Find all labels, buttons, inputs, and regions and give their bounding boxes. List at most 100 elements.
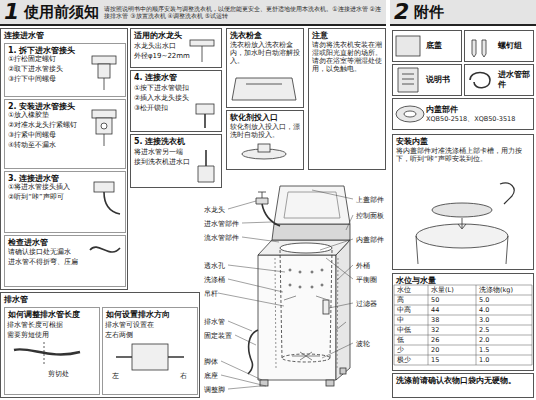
leader-lines-part (242, 222, 272, 223)
step-note: ②对准水龙头拧紧螺钉 (8, 121, 77, 129)
table-cell: 中高 (397, 306, 411, 314)
inner-lid-sketch-part (500, 183, 514, 204)
step-sketches-part (246, 84, 282, 85)
leader-lines-part (221, 361, 262, 380)
box-title: 4. 连接水管 (134, 73, 218, 83)
step-note: ③拧紧中间螺母 (8, 131, 56, 139)
washer-illustration-part (262, 204, 280, 226)
box-title: 内盖部件 (426, 105, 530, 115)
leader-lines-part (228, 279, 283, 292)
step-sketches-part (98, 64, 110, 78)
table-cell: 少 (397, 346, 404, 354)
step-sketches-part (101, 123, 107, 129)
washer-illustration-part (260, 380, 268, 386)
leader-lines-part (322, 343, 353, 358)
step-note: 左右两侧 (105, 331, 133, 339)
section-header: 2 附件 (390, 0, 536, 26)
note-box: 洗涤前请确认衣物口袋内无硬物。 (392, 373, 534, 398)
part-label: 控制面板 (356, 212, 384, 220)
accessory-box: 螺钉组 (464, 30, 534, 62)
part-label: 外桶 (356, 262, 370, 270)
washer-illustration-part (280, 243, 332, 253)
washer-illustration-part (299, 286, 301, 288)
box-title: 检查进水管 (8, 238, 122, 248)
box-title: 进水管部件 (498, 70, 530, 90)
box-title: 连接进水管 (4, 31, 124, 41)
washer-illustration-part (256, 192, 268, 204)
step-note: 进水管不得折弯、压扁 (8, 258, 78, 266)
washer-illustration-part (274, 186, 350, 224)
washer-illustration-part (292, 352, 320, 360)
part-label: 内盖部件 (356, 236, 384, 244)
leader-lines-part (218, 293, 284, 306)
inner-lid-sketch-part (458, 218, 466, 229)
part-label: 洗涤桶 (204, 276, 225, 284)
accessory-icons-part (396, 106, 424, 122)
table-cell: 水位 (397, 286, 411, 294)
box-title: 水位与水量 (396, 276, 530, 286)
step-note: 将进水管另一端 (134, 148, 183, 156)
table-grid-part (394, 285, 532, 365)
washer-illustration-part (272, 224, 350, 240)
accessory-icons-part (472, 40, 486, 57)
leader-lines-part (326, 258, 353, 279)
table-cell: 2.0 (479, 336, 489, 344)
step-note: ①拧松固定螺钉 (8, 55, 56, 63)
drain-sketches-part (116, 356, 184, 358)
step-note: ①放入橡胶垫 (8, 111, 49, 119)
step-note: 水龙头出水口 (134, 42, 176, 50)
leader-lines-part (235, 335, 256, 345)
leader-lines-part (329, 303, 353, 308)
step-box: 3. 连接进水管 (4, 171, 126, 233)
box-text: 请按照说明书中的顺序安装与调整洗衣机，以便您能更安全、更舒适地使用本洗衣机。①连… (104, 5, 382, 20)
step-note: 左 (112, 372, 119, 380)
part-label: 透水孔 (204, 262, 225, 270)
box-title: 螺钉组 (498, 41, 530, 51)
washer-illustration-part (284, 296, 328, 300)
box-text: 将内盖部件对准洗涤桶上部卡槽，用力按下，听到“咔”声即安装到位。 (396, 147, 530, 163)
accessory-icons-part (396, 36, 420, 56)
box-title: 3. 连接进水管 (8, 174, 122, 184)
step-note: ④转动至不漏水 (8, 141, 56, 149)
washer-illustration-part (321, 269, 323, 271)
inner-lid-sketch (416, 183, 514, 264)
step-sketches-part (104, 192, 120, 214)
box-text: 使用前须知 (24, 3, 99, 21)
washer-illustration-part (248, 330, 258, 374)
washer-illustration-part (336, 240, 350, 380)
box-text: 洗衣粉放入洗衣粉盒内，加水时自动溶解投入。 (230, 41, 300, 65)
washer-illustration-part (258, 255, 336, 380)
washer-illustration-part (289, 269, 291, 271)
table-cell: 低 (397, 336, 404, 344)
box-title: 2. 安装进水管接头 (8, 102, 122, 112)
box-title: 2 (394, 1, 409, 23)
part-label: 波轮 (356, 340, 370, 348)
table-cell: 38 (431, 316, 439, 324)
table-cell: 水量(L) (431, 286, 454, 294)
box-title: 安装内盖 (396, 137, 530, 147)
box-title: 软化剂投入口 (230, 113, 300, 123)
part-label: 上盖部件 (356, 196, 384, 204)
drain-sketches-part (132, 344, 168, 370)
table-cell: 15 (431, 356, 439, 364)
info-box: 洗衣粉盒洗衣粉放入洗衣粉盒内，加水时自动溶解投入。 (226, 28, 304, 108)
box-title: 排水管 (4, 295, 196, 305)
inner-lid-sketch-part (416, 236, 508, 264)
step-sketches-part (104, 78, 105, 90)
step-note: ③拧下中间螺母 (8, 75, 56, 83)
step-note: ②取下进水管接头 (8, 65, 63, 73)
step-note: ①按下进水管锁扣 (134, 84, 189, 92)
table-cell: 高 (397, 296, 404, 304)
table-cell: 极少 (397, 356, 411, 364)
washer-illustration-part (284, 192, 340, 218)
table-grid-part (394, 285, 532, 365)
washer-illustration-part (280, 250, 332, 358)
washer-illustration-part (336, 322, 346, 330)
step-sketches-part (202, 46, 203, 62)
box-text: 软化剂放入投入口，漂洗时自动投入。 (230, 123, 300, 139)
table-cell: 50 (431, 296, 439, 304)
accessory-box: 进水管部件 (464, 64, 534, 96)
box-text: 附件 (414, 3, 444, 21)
